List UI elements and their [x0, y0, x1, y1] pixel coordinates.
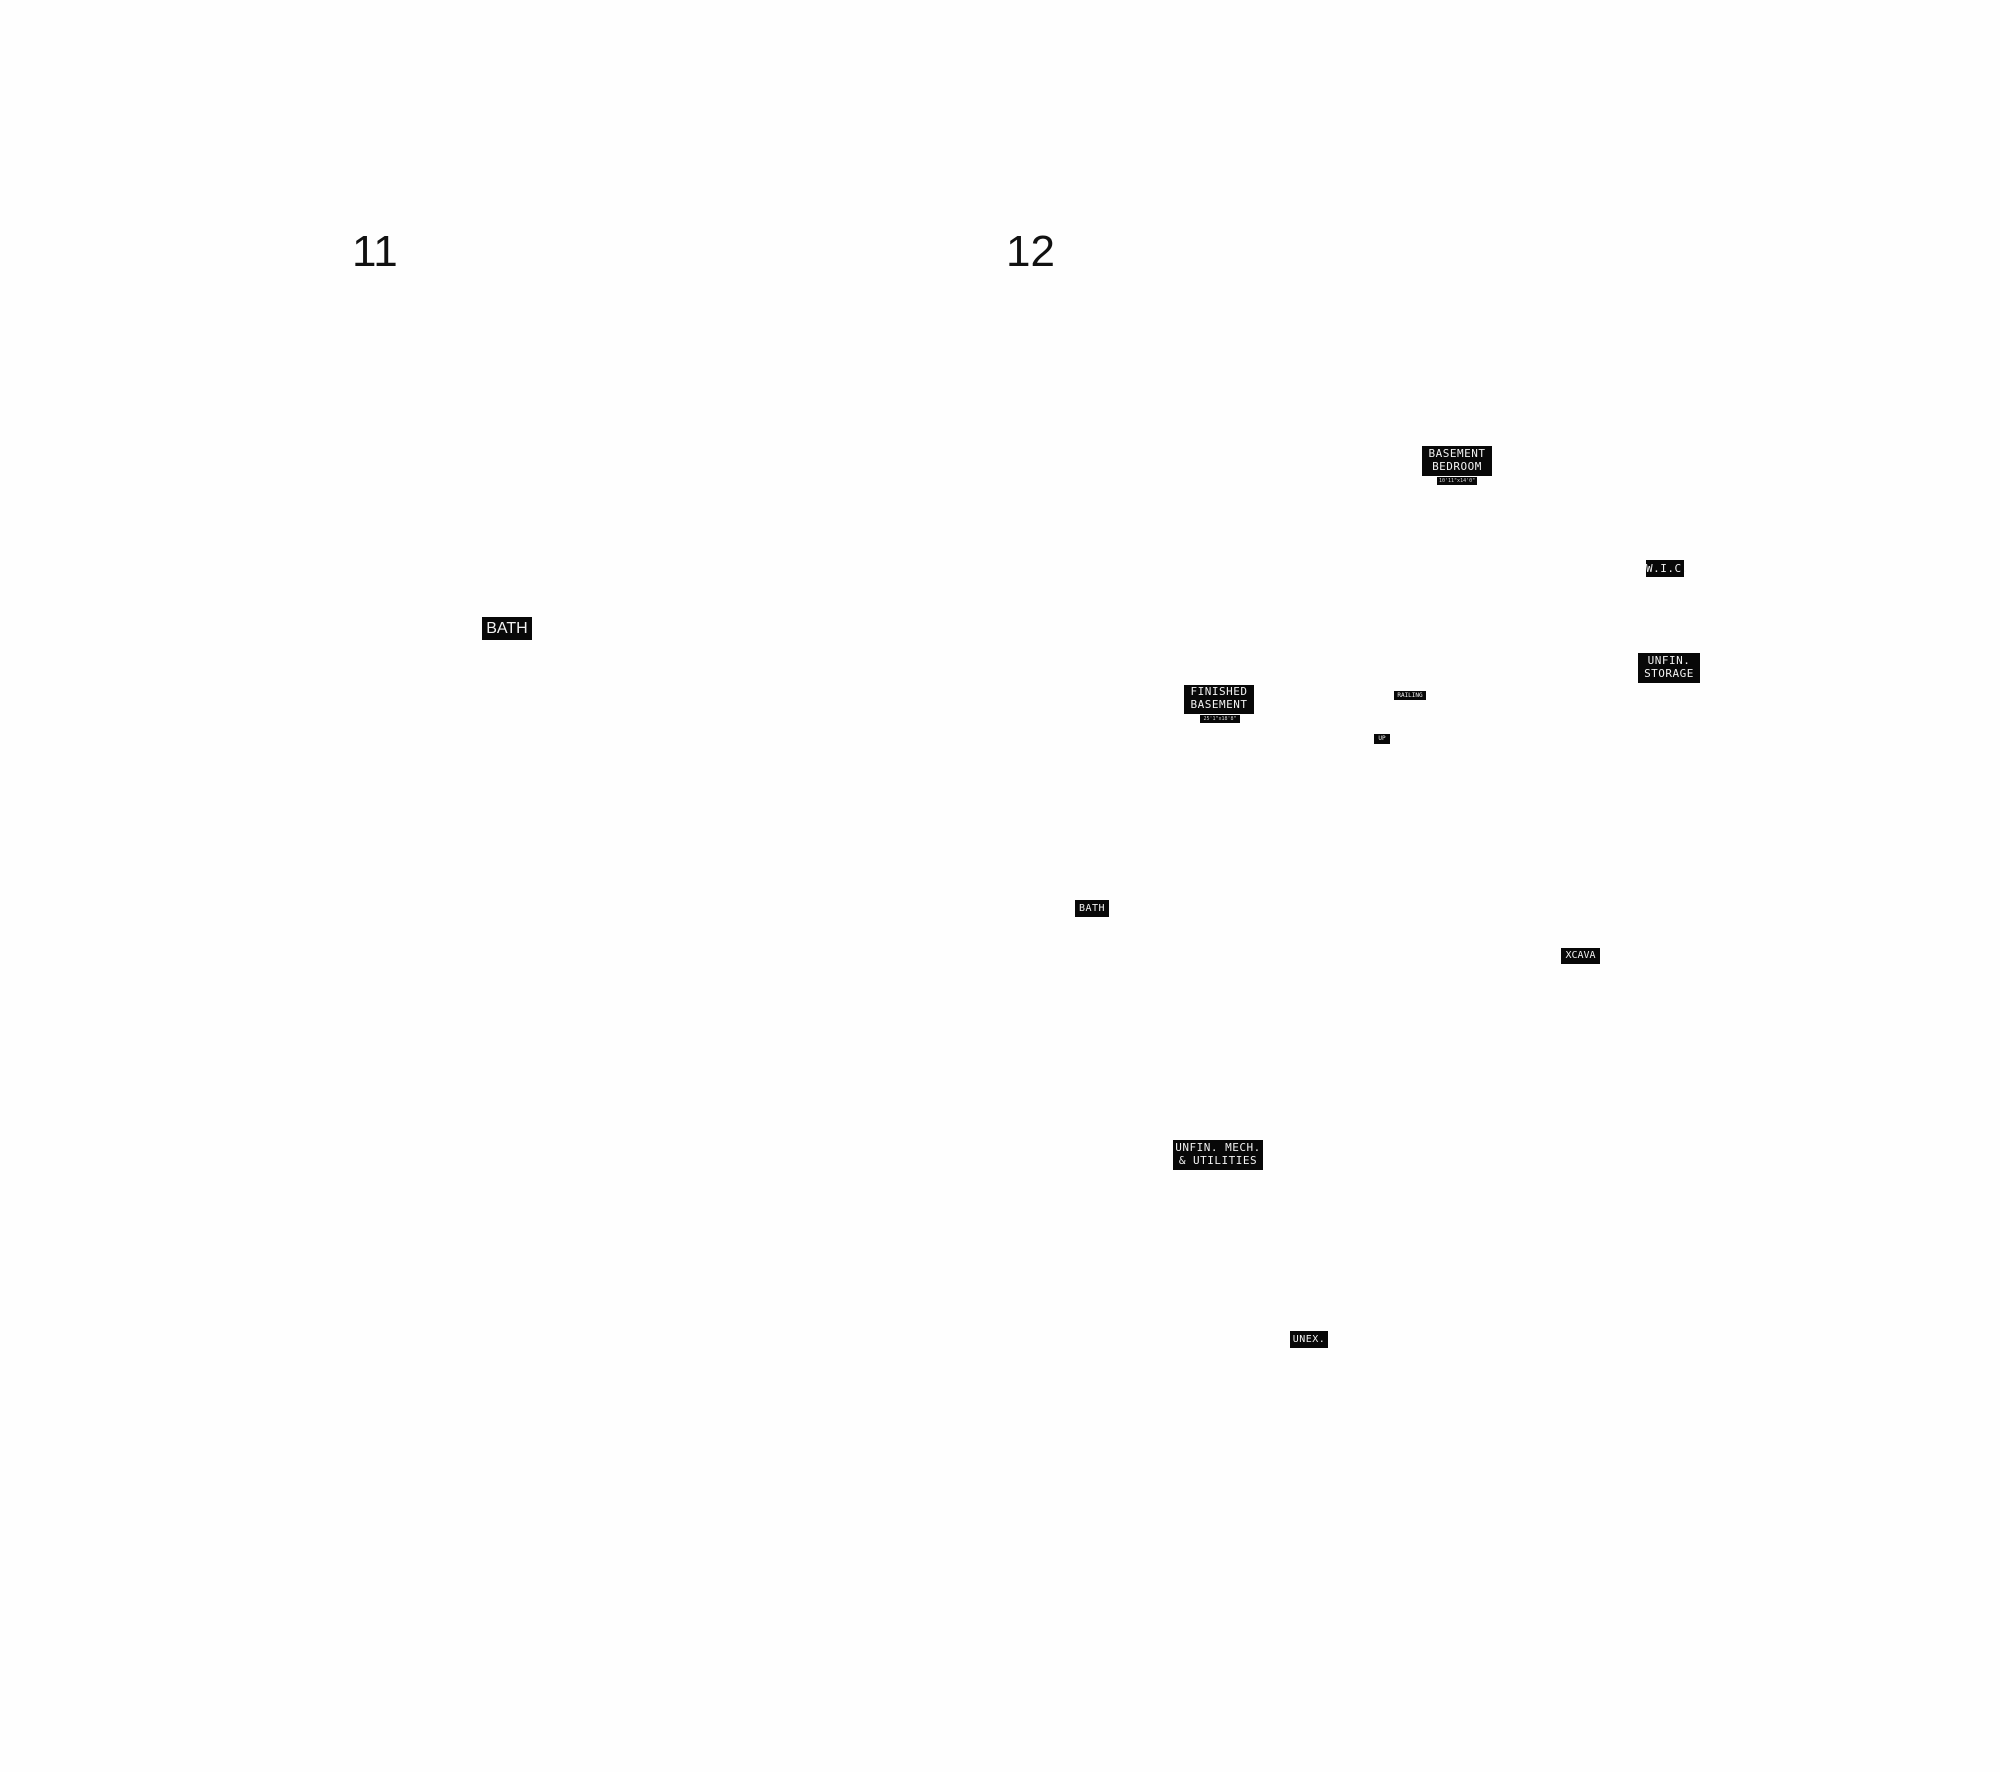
- room-label-unexcavated: UNEX.: [1290, 1331, 1328, 1348]
- page-number-left: 11: [352, 227, 398, 276]
- room-label-bath-left: BATH: [482, 617, 532, 640]
- room-dimensions-finished-basement: 25'1"x18'8": [1200, 715, 1240, 723]
- railing-label: RAILING: [1394, 691, 1426, 700]
- room-label-basement-bedroom: BASEMENT BEDROOM: [1422, 446, 1492, 476]
- room-dimensions-basement-bedroom: 10'11"x14'0": [1437, 477, 1477, 485]
- room-label-bath-right: BATH: [1075, 900, 1109, 917]
- room-label-excavated: XCAVA: [1561, 948, 1600, 964]
- room-label-wic: W.I.C.: [1646, 560, 1689, 577]
- stair-up-label: UP: [1374, 734, 1390, 744]
- room-label-unfin-mech-utilities: UNFIN. MECH. & UTILITIES: [1173, 1140, 1263, 1170]
- page-number-right: 12: [1006, 227, 1055, 276]
- room-label-unfin-storage: UNFIN. STORAGE: [1638, 653, 1700, 683]
- room-label-finished-basement: FINISHED BASEMENT: [1184, 685, 1254, 714]
